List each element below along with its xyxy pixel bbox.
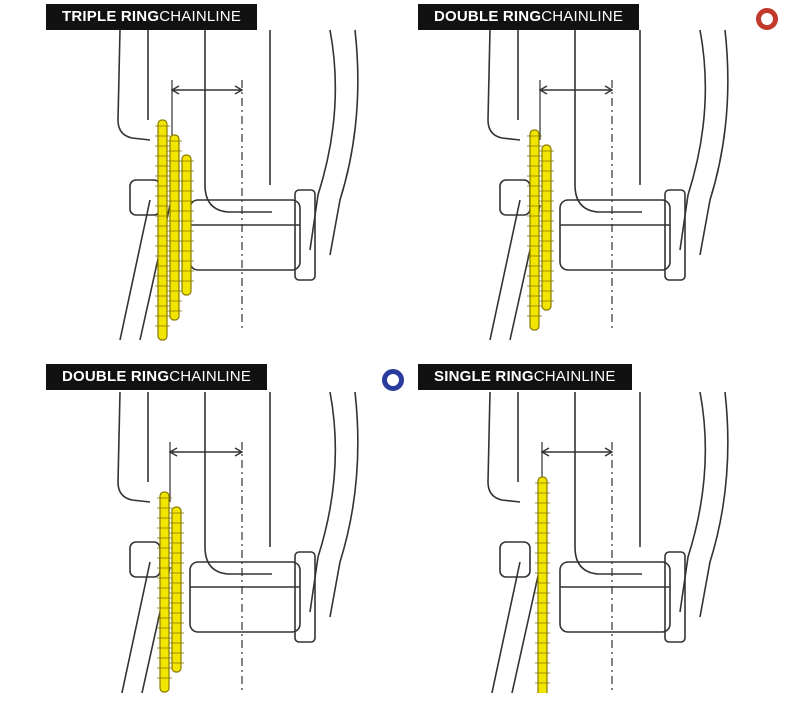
arrowhead-right bbox=[234, 447, 244, 457]
seat-tube bbox=[117, 391, 151, 503]
panel-single-ring: SINGLE RINGCHAINLINE bbox=[370, 362, 770, 708]
panel-title: DOUBLE RINGCHAINLINE bbox=[46, 364, 268, 390]
title-thin: CHAINLINE bbox=[541, 8, 624, 25]
seat-tube bbox=[117, 29, 151, 141]
chainring bbox=[181, 154, 192, 296]
panel-double-ring-bottom: DOUBLE RINGCHAINLINE bbox=[0, 362, 400, 708]
chainring bbox=[541, 144, 552, 311]
chainstay-edge bbox=[699, 29, 729, 256]
down-tube bbox=[204, 392, 272, 575]
chainstay-edge bbox=[699, 391, 729, 618]
bottom-bracket-shell bbox=[559, 561, 671, 633]
title-bold: DOUBLE RING bbox=[434, 8, 542, 25]
chainstay bbox=[309, 29, 337, 251]
title-thin: CHAINLINE bbox=[533, 368, 616, 385]
crank-diagram bbox=[487, 29, 729, 341]
crank-spider bbox=[129, 179, 161, 216]
bb-cup-right bbox=[294, 189, 316, 281]
arrowhead-left bbox=[540, 447, 550, 457]
chainstay-edge bbox=[329, 391, 359, 618]
down-tube bbox=[574, 392, 642, 575]
panel-title: SINGLE RINGCHAINLINE bbox=[418, 364, 632, 390]
down-tube bbox=[204, 30, 272, 213]
title-bold: SINGLE RING bbox=[434, 368, 534, 385]
blue-circle-marker bbox=[382, 369, 404, 391]
chainring bbox=[169, 134, 180, 321]
title-bold: DOUBLE RING bbox=[62, 368, 170, 385]
crank-spider bbox=[129, 541, 161, 578]
arrowhead-right bbox=[604, 447, 614, 457]
arrowhead-right bbox=[234, 85, 244, 95]
bb-cup-right bbox=[294, 551, 316, 643]
down-tube bbox=[574, 30, 642, 213]
arrowhead-right bbox=[604, 85, 614, 95]
crank-arm bbox=[491, 561, 541, 693]
chainring bbox=[171, 506, 182, 673]
panel-title: TRIPLE RINGCHAINLINE bbox=[46, 4, 258, 30]
panel-double-ring-top: DOUBLE RINGCHAINLINE bbox=[370, 0, 770, 346]
crank-diagram bbox=[487, 391, 729, 693]
chainring bbox=[529, 129, 540, 331]
bottom-bracket-shell bbox=[189, 199, 301, 271]
arrowhead-left bbox=[538, 85, 548, 95]
chainstay-edge bbox=[329, 29, 359, 256]
seat-tube bbox=[487, 391, 521, 503]
chainstay bbox=[679, 29, 707, 251]
bb-cup-right bbox=[664, 551, 686, 643]
bb-cup-right bbox=[664, 189, 686, 281]
bottom-bracket-shell bbox=[189, 561, 301, 633]
panel-title: DOUBLE RINGCHAINLINE bbox=[418, 4, 640, 30]
crank-spider bbox=[499, 179, 531, 216]
chainring bbox=[157, 119, 168, 341]
red-circle-marker bbox=[756, 8, 778, 30]
bottom-bracket-shell bbox=[559, 199, 671, 271]
arrowhead-left bbox=[170, 85, 180, 95]
crank-spider bbox=[499, 541, 531, 578]
chainstay bbox=[309, 391, 337, 613]
arrowhead-left bbox=[168, 447, 178, 457]
title-thin: CHAINLINE bbox=[169, 368, 252, 385]
chainring bbox=[537, 476, 548, 693]
chainstay bbox=[679, 391, 707, 613]
panel-triple-ring: TRIPLE RINGCHAINLINE bbox=[0, 0, 400, 346]
crank-diagram bbox=[117, 391, 359, 693]
title-thin: CHAINLINE bbox=[159, 8, 242, 25]
title-bold: TRIPLE RING bbox=[62, 8, 160, 25]
crank-diagram bbox=[117, 29, 359, 341]
seat-tube bbox=[487, 29, 521, 141]
chainring bbox=[159, 491, 170, 693]
